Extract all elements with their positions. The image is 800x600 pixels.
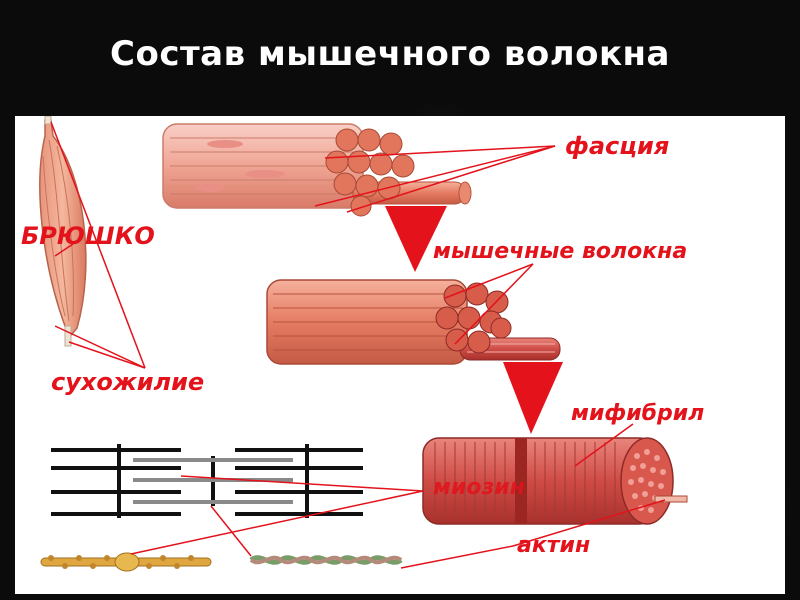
leader-lines	[50, 121, 666, 569]
label-fascia: фасция	[565, 132, 669, 160]
label-actin: актин	[517, 533, 590, 558]
diagram-panel: фасция БРЮШКО мышечные волокна сухожилие…	[15, 116, 785, 594]
label-tendon: сухожилие	[51, 368, 204, 396]
muscle-fiber-bundle	[266, 279, 561, 365]
muscle-diagram: фасция БРЮШКО мышечные волокна сухожилие…	[21, 116, 704, 572]
sarcomere-schematic	[51, 444, 363, 518]
label-muscle-fibers: мышечные волокна	[433, 239, 687, 264]
myosin-filament	[40, 552, 212, 572]
label-myofibril: мифибрил	[571, 401, 704, 426]
arrow-down-1	[385, 206, 447, 272]
slide-title: Состав мышечного волокна	[110, 34, 670, 74]
myofibril-bundle	[422, 437, 688, 525]
label-belly: БРЮШКО	[21, 222, 155, 250]
arrow-down-2	[503, 362, 563, 434]
fascia-bundle	[162, 123, 472, 217]
label-myosin: миозин	[433, 475, 525, 500]
whole-muscle	[39, 116, 87, 347]
actin-filament	[249, 555, 403, 565]
